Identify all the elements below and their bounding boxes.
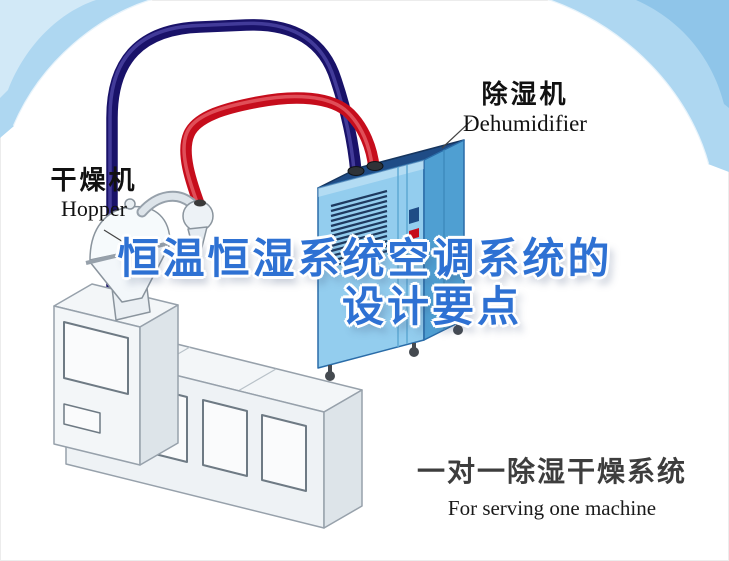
machine-panel-4 (261, 414, 307, 492)
poster-title-line-1: 恒温恒湿系统空调系统的 (117, 235, 613, 282)
corner-tr-inner-shape (636, 0, 729, 108)
machine-cabinet-panel (63, 321, 129, 395)
dehumidifier-label-en: Dehumidifier (463, 110, 587, 136)
corner-decoration-top-left (0, 0, 153, 138)
control-label-red (409, 228, 419, 240)
dryer-pointer-line (103, 229, 129, 246)
corner-decoration-top-right (547, 0, 729, 172)
caster-wheel-1 (325, 371, 335, 381)
extruder-machine (53, 190, 363, 529)
pipe-connector-right (366, 161, 384, 171)
hopper-cap (124, 198, 136, 210)
caption: 一对一除湿干燥系统 For serving one machine (412, 450, 692, 521)
caster-wheel-2 (409, 347, 419, 357)
corner-tl-shape (0, 0, 152, 138)
caption-en: For serving one machine (447, 496, 657, 520)
machine-panel-3 (202, 399, 248, 477)
machine-cabinet-vent (63, 403, 101, 434)
caster-wheels (325, 322, 463, 381)
dehumidifier-pointer-line (441, 119, 473, 149)
corner-tr-shape (548, 0, 729, 172)
dehumidifier-unit (317, 139, 465, 381)
machine-end-face (323, 389, 363, 529)
pipe-connector-left (347, 166, 365, 176)
caption-cn: 一对一除湿干燥系统 (416, 456, 687, 487)
vent-grille (330, 189, 388, 268)
door-seams (397, 165, 408, 347)
corner-tl-arc (12, 0, 153, 127)
red-pipe-highlight (182, 94, 374, 213)
corner-tl-inner-shape (0, 0, 96, 98)
dryer-label-cn: 干燥机 (50, 165, 138, 195)
corner-tr-arc (547, 0, 710, 165)
dryer-label-en: Hopper (61, 195, 127, 221)
caster-wheel-3 (453, 325, 463, 335)
cyclone-cone (187, 226, 208, 253)
hopper-flange (85, 240, 175, 265)
dehumidifier-label: 除湿机 Dehumidifier (446, 80, 604, 136)
cyclone-pipe-fitting (194, 199, 206, 207)
machine-cabinet-side (139, 304, 179, 466)
hopper-duct-inner (138, 192, 195, 216)
dryer-label: 干燥机 Hopper (44, 166, 144, 221)
dehumidifier-label-cn: 除湿机 (481, 79, 569, 109)
poster-title-line-2: 设计要点 (341, 283, 522, 330)
control-label-blue (409, 207, 419, 224)
red-supply-pipe (180, 92, 380, 218)
